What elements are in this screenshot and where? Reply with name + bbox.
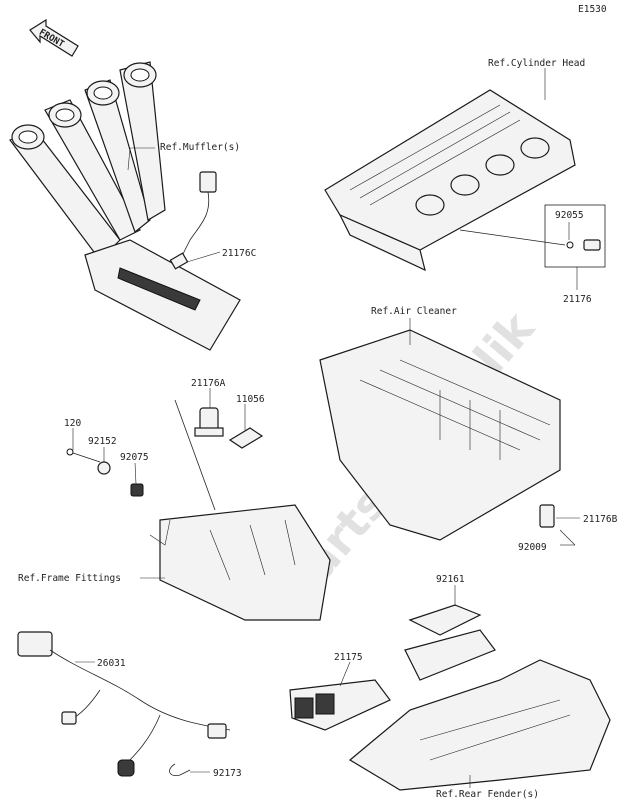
part-label-92152[interactable]: 92152 [88, 436, 117, 447]
air-cleaner-box [319, 329, 576, 546]
ref-frame-fittings-label[interactable]: Ref.Frame Fittings [18, 573, 121, 584]
part-label-11056[interactable]: 11056 [236, 394, 265, 405]
cylinder-head [324, 89, 576, 272]
clamp-92173 [169, 763, 191, 777]
ref-mufflers-label[interactable]: Ref.Muffler(s) [160, 142, 240, 153]
wire-harness-26031 [17, 631, 231, 777]
sensor-21176-callout [459, 204, 606, 268]
bracket-11056 [228, 427, 264, 449]
sensor-21176a [194, 407, 224, 437]
part-label-92075[interactable]: 92075 [120, 452, 149, 463]
part-label-21176b[interactable]: 21176B [583, 514, 618, 525]
leader-lines [72, 68, 580, 788]
part-label-92173[interactable]: 92173 [213, 768, 242, 779]
grommet-92152 [97, 461, 111, 475]
part-label-92055[interactable]: 92055 [555, 210, 584, 221]
ecu-21175 [289, 679, 391, 731]
collar-92075 [130, 483, 144, 497]
front-arrow-icon: FRONT [29, 18, 79, 57]
exhaust-header-pipes [9, 61, 241, 351]
part-label-92161[interactable]: 92161 [436, 574, 465, 585]
part-label-21175[interactable]: 21175 [334, 652, 363, 663]
part-label-21176[interactable]: 21176 [563, 294, 592, 305]
frame-fitting-tray [149, 399, 331, 621]
rear-fender [348, 659, 611, 791]
ecu-tray-92161 [404, 604, 496, 681]
diagram-code: E1530 [578, 4, 607, 15]
part-label-21176c[interactable]: 21176C [222, 248, 256, 259]
ref-air-cleaner-label[interactable]: Ref.Air Cleaner [371, 306, 457, 317]
oxygen-sensor-21176c [169, 171, 217, 270]
ref-cylinder-head-label[interactable]: Ref.Cylinder Head [488, 58, 585, 69]
ref-rear-fenders-label[interactable]: Ref.Rear Fender(s) [436, 789, 539, 800]
part-label-92009[interactable]: 92009 [518, 542, 547, 553]
part-label-26031[interactable]: 26031 [97, 658, 126, 669]
bolt-120 [66, 448, 101, 463]
part-label-120[interactable]: 120 [64, 418, 81, 429]
part-label-21176a[interactable]: 21176A [191, 378, 226, 389]
